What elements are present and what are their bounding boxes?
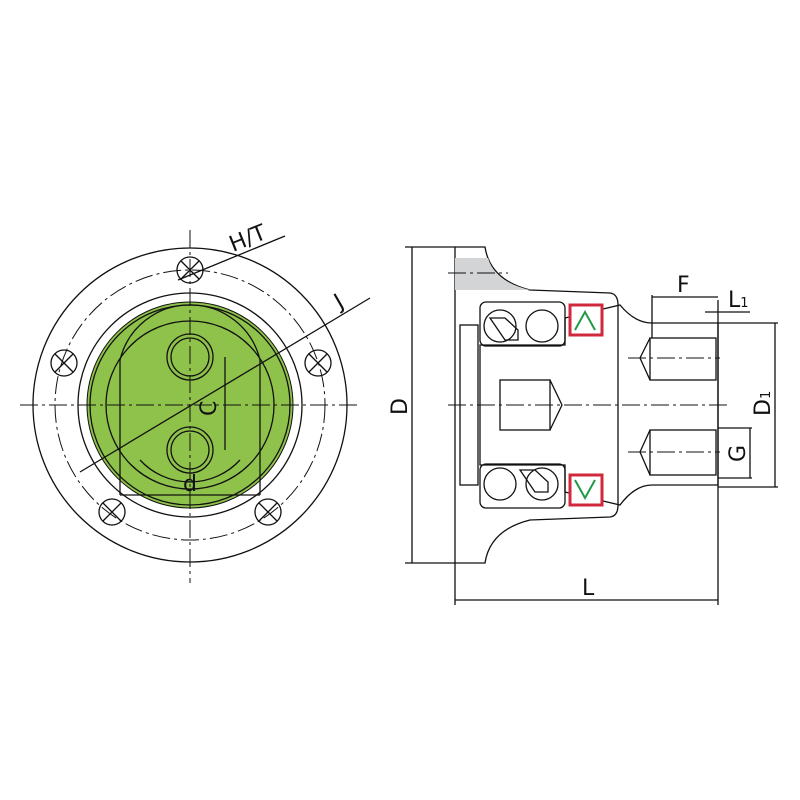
bolt-hole <box>304 349 332 377</box>
seal <box>568 473 604 507</box>
label-j: J <box>328 290 348 316</box>
flange-bore <box>455 258 530 290</box>
ball <box>525 309 559 343</box>
label-F: F <box>677 273 690 298</box>
label-L1: L1 <box>728 288 749 313</box>
label-G: G <box>726 445 751 462</box>
front-view: H/T J C d <box>20 220 371 583</box>
label-L: L <box>582 576 595 601</box>
bolt-hole <box>254 498 282 526</box>
cage <box>518 469 549 493</box>
bolt-holes <box>50 256 332 526</box>
bearing-top <box>479 301 604 347</box>
bolt-hole <box>50 349 78 377</box>
label-D: D <box>388 398 413 415</box>
ht-leader <box>177 235 286 281</box>
side-view: D F L1 D1 G L <box>388 246 778 605</box>
bolt-hole <box>98 498 126 526</box>
ball <box>483 467 517 501</box>
label-d-small: d <box>183 472 197 497</box>
thread-top <box>649 337 717 381</box>
label-c: C <box>197 401 222 416</box>
inner-arc <box>139 459 241 483</box>
seal <box>568 303 604 337</box>
ball <box>525 467 559 501</box>
label-D1: D1 <box>751 391 776 416</box>
label-ht: H/T <box>226 220 271 257</box>
cage <box>488 317 519 341</box>
ball <box>483 309 517 343</box>
j-dimension-line <box>79 297 371 473</box>
bearing-bottom <box>479 463 604 509</box>
